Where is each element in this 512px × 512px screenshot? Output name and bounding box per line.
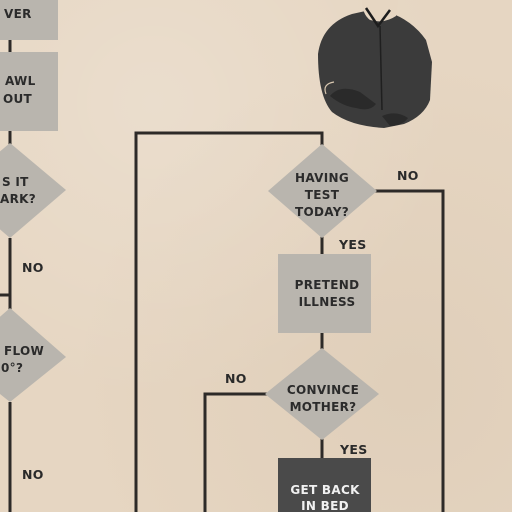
- label-mother-no: NO: [225, 371, 247, 386]
- left-column: VER AWL OUT S IT ARK? NO FLOW 0°? NO: [0, 0, 66, 512]
- box-pretend-illness-line-1: PRETEND: [295, 278, 360, 292]
- diamond-having-test-line-3: TODAY?: [295, 205, 349, 219]
- man-illustration: [318, 0, 432, 128]
- diamond-convince-mother: [265, 348, 379, 440]
- label-test-no: NO: [397, 168, 419, 183]
- diamond-convince-mother-line-1: CONVINCE: [287, 383, 359, 397]
- diamond-is-it-dark-line-2: ARK?: [0, 192, 36, 206]
- box-crawl-out-line-1: AWL: [5, 74, 36, 88]
- diamond-is-it-dark: [0, 143, 66, 238]
- diamond-is-it-dark-line-1: S IT: [2, 175, 29, 189]
- box-pretend-illness: [278, 254, 371, 333]
- box-crawl-out-line-2: OUT: [3, 92, 33, 106]
- label-left-no-1: NO: [22, 260, 44, 275]
- box-get-back-in-bed-line-2: IN BED: [301, 499, 349, 512]
- label-test-yes: YES: [338, 237, 367, 252]
- box-pretend-illness-line-2: ILLNESS: [299, 295, 356, 309]
- diamond-having-test-today: [268, 144, 377, 238]
- label-mother-yes: YES: [339, 442, 368, 457]
- diamond-convince-mother-line-2: MOTHER?: [290, 400, 357, 414]
- box-left-top-line-1: VER: [4, 7, 32, 21]
- box-get-back-in-bed-line-1: GET BACK: [290, 483, 360, 497]
- box-get-back-in-bed: [278, 458, 371, 512]
- diamond-flow-temp-line-2: 0°?: [1, 361, 23, 375]
- diamond-having-test-line-2: TEST: [305, 188, 340, 202]
- diamond-flow-temp-line-1: FLOW: [4, 344, 44, 358]
- diamond-flow-temp: [0, 308, 66, 402]
- box-crawl-out: [0, 52, 58, 131]
- box-left-top: [0, 0, 58, 40]
- diamond-having-test-line-1: HAVING: [295, 171, 349, 185]
- label-left-no-2: NO: [22, 467, 44, 482]
